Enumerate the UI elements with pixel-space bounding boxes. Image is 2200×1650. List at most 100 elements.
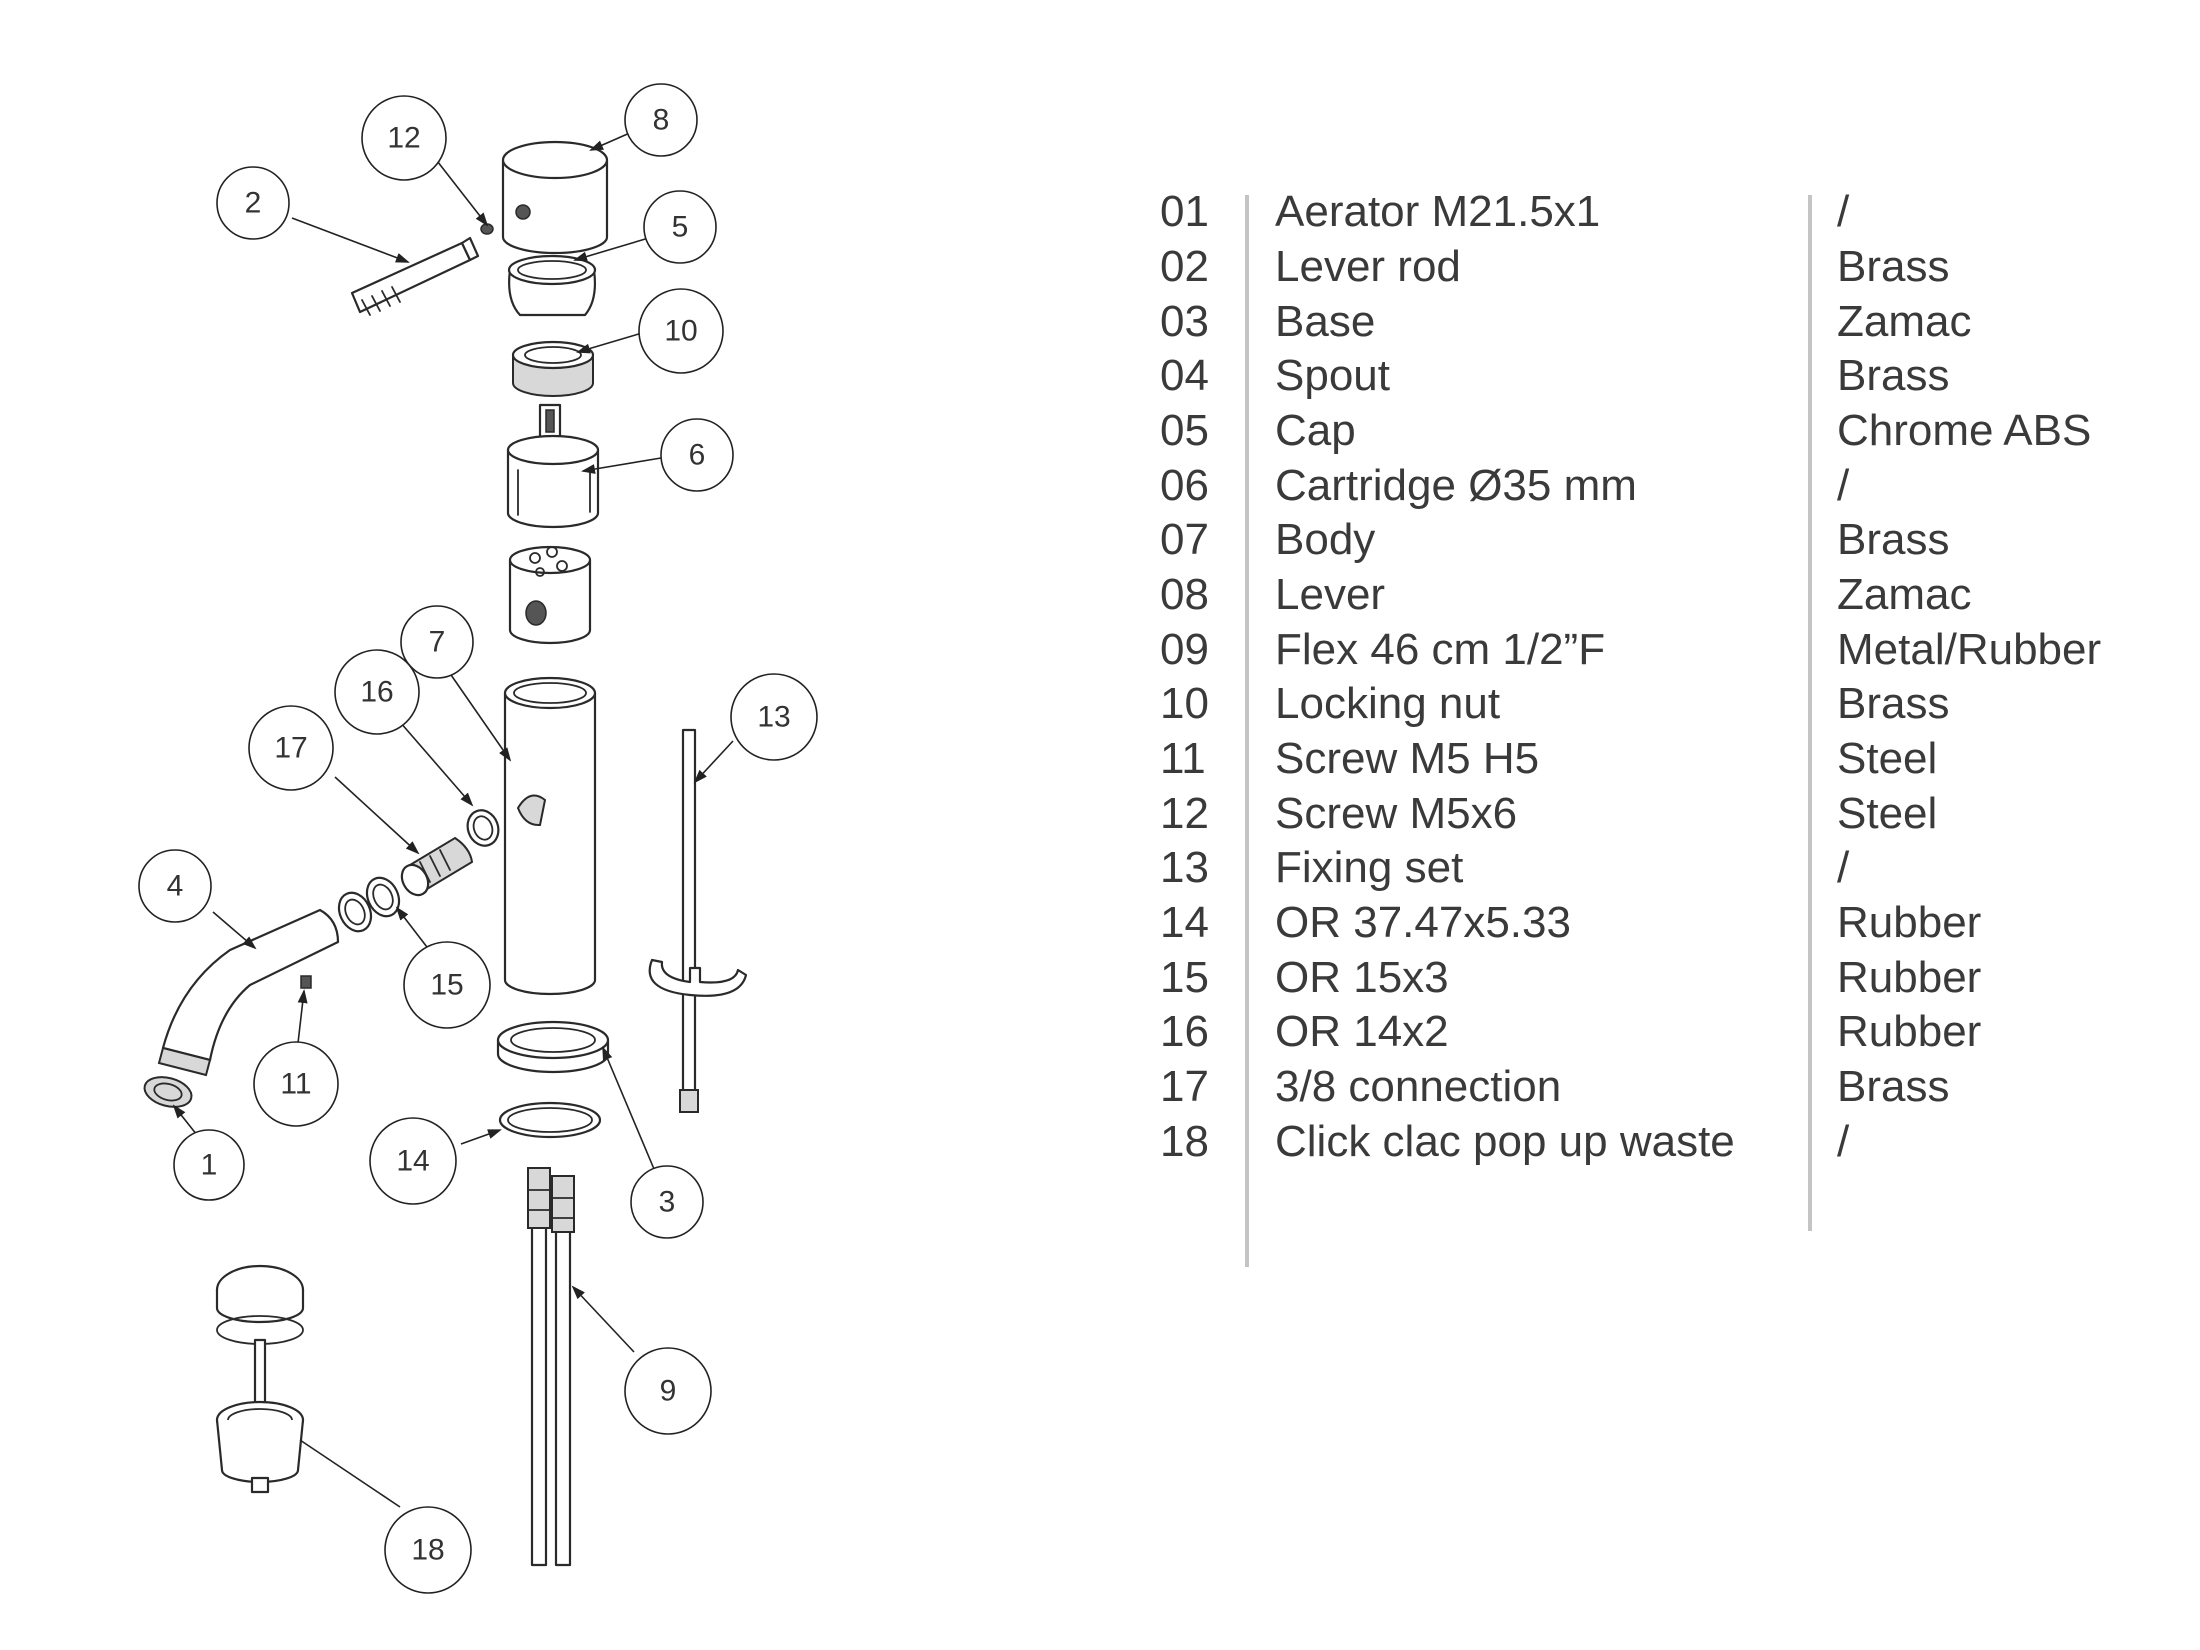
callout-3: 3 bbox=[630, 1165, 704, 1239]
part-description: Fixing set bbox=[1275, 843, 1464, 892]
parts-row: 16 OR 14x2 Rubber bbox=[1160, 1005, 2120, 1059]
part-material: Brass bbox=[1837, 515, 1950, 564]
part-description: Locking nut bbox=[1275, 679, 1501, 728]
svg-text:2: 2 bbox=[245, 187, 262, 220]
part-material: Zamac bbox=[1837, 297, 1972, 346]
svg-text:16: 16 bbox=[360, 676, 393, 709]
part-o-ring-37 bbox=[498, 1101, 602, 1139]
parts-row: 03 Base Zamac bbox=[1160, 295, 2120, 349]
callout-4: 4 bbox=[138, 849, 212, 923]
svg-text:7: 7 bbox=[429, 626, 446, 659]
callout-11: 11 bbox=[253, 1041, 339, 1127]
parts-row: 07 Body Brass bbox=[1160, 513, 2120, 567]
callout-18: 18 bbox=[384, 1506, 472, 1594]
callout-12: 12 bbox=[361, 95, 447, 181]
svg-text:12: 12 bbox=[387, 122, 420, 155]
part-number: 13 bbox=[1160, 843, 1209, 892]
part-cartridge bbox=[506, 403, 600, 529]
part-number: 15 bbox=[1160, 953, 1209, 1002]
part-description: OR 37.47x5.33 bbox=[1275, 898, 1571, 947]
part-material: / bbox=[1837, 843, 1850, 892]
part-cap bbox=[507, 254, 597, 317]
callout-17: 17 bbox=[248, 705, 334, 791]
svg-text:18: 18 bbox=[411, 1534, 444, 1567]
parts-row: 12 Screw M5x6 Steel bbox=[1160, 787, 2120, 841]
svg-text:10: 10 bbox=[664, 315, 697, 348]
part-material: / bbox=[1837, 461, 1850, 510]
part-number: 08 bbox=[1160, 570, 1209, 619]
part-body bbox=[503, 676, 597, 996]
part-o-rings-15 bbox=[337, 876, 401, 933]
part-description: Screw M5 H5 bbox=[1275, 734, 1540, 783]
parts-row: 13 Fixing set / bbox=[1160, 841, 2120, 895]
part-description: Lever rod bbox=[1275, 242, 1461, 291]
part-base bbox=[496, 1020, 610, 1074]
callout-16: 16 bbox=[334, 649, 420, 735]
svg-text:17: 17 bbox=[274, 732, 307, 765]
part-description: Spout bbox=[1275, 351, 1390, 400]
part-material: Brass bbox=[1837, 242, 1950, 291]
part-pop-up-waste bbox=[215, 1264, 305, 1494]
part-number: 05 bbox=[1160, 406, 1209, 455]
part-number: 17 bbox=[1160, 1062, 1209, 1111]
part-description: OR 15x3 bbox=[1275, 953, 1449, 1002]
part-lever-rod bbox=[350, 236, 480, 316]
part-number: 11 bbox=[1160, 734, 1206, 783]
part-number: 04 bbox=[1160, 351, 1209, 400]
part-description: Screw M5x6 bbox=[1275, 789, 1518, 838]
parts-row: 09 Flex 46 cm 1/2”F Metal/Rubber bbox=[1160, 623, 2120, 677]
part-material: Zamac bbox=[1837, 570, 1972, 619]
part-number: 10 bbox=[1160, 679, 1209, 728]
part-number: 01 bbox=[1160, 187, 1209, 236]
svg-text:15: 15 bbox=[430, 969, 463, 1002]
part-material: Rubber bbox=[1837, 898, 1982, 947]
part-description: Cartridge Ø35 mm bbox=[1275, 461, 1637, 510]
svg-text:3: 3 bbox=[659, 1186, 676, 1219]
part-screw-m5h5 bbox=[300, 975, 312, 989]
part-locking-nut bbox=[511, 340, 595, 397]
svg-text:6: 6 bbox=[689, 439, 706, 472]
part-material: / bbox=[1837, 187, 1850, 236]
callout-5: 5 bbox=[643, 190, 717, 264]
parts-row: 02 Lever rod Brass bbox=[1160, 240, 2120, 294]
part-o-ring-14 bbox=[466, 809, 500, 847]
part-description: Lever bbox=[1275, 570, 1386, 619]
parts-row: 18 Click clac pop up waste / bbox=[1160, 1115, 2120, 1169]
part-description: Aerator M21.5x1 bbox=[1275, 187, 1601, 236]
part-cartridge-housing bbox=[508, 545, 592, 645]
part-material: Steel bbox=[1837, 734, 1938, 783]
part-material: / bbox=[1837, 1117, 1850, 1166]
svg-text:11: 11 bbox=[280, 1068, 311, 1101]
svg-text:14: 14 bbox=[396, 1145, 429, 1178]
svg-text:9: 9 bbox=[660, 1375, 677, 1408]
parts-row: 08 Lever Zamac bbox=[1160, 568, 2120, 622]
callout-15: 15 bbox=[403, 941, 491, 1029]
svg-text:8: 8 bbox=[653, 104, 670, 137]
part-number: 16 bbox=[1160, 1007, 1209, 1056]
svg-text:4: 4 bbox=[167, 870, 184, 903]
part-material: Brass bbox=[1837, 351, 1950, 400]
part-number: 07 bbox=[1160, 515, 1209, 564]
part-number: 06 bbox=[1160, 461, 1209, 510]
part-number: 14 bbox=[1160, 898, 1209, 947]
part-number: 09 bbox=[1160, 625, 1209, 674]
part-lever bbox=[501, 140, 609, 255]
callout-14: 14 bbox=[369, 1117, 457, 1205]
callout-13: 13 bbox=[730, 673, 818, 761]
part-number: 12 bbox=[1160, 789, 1209, 838]
part-description: Body bbox=[1275, 515, 1376, 564]
part-material: Brass bbox=[1837, 1062, 1950, 1111]
parts-row: 11 Screw M5 H5 Steel bbox=[1160, 732, 2120, 786]
part-description: Click clac pop up waste bbox=[1275, 1117, 1735, 1166]
part-number: 18 bbox=[1160, 1117, 1209, 1166]
part-fixing-set bbox=[648, 728, 748, 1113]
number-column-divider bbox=[1245, 195, 1249, 1267]
parts-row: 15 OR 15x3 Rubber bbox=[1160, 951, 2120, 1005]
callout-1: 1 bbox=[173, 1129, 245, 1201]
callout-2: 2 bbox=[216, 166, 290, 240]
svg-text:5: 5 bbox=[672, 211, 689, 244]
part-number: 03 bbox=[1160, 297, 1209, 346]
part-material: Metal/Rubber bbox=[1837, 625, 2102, 674]
parts-row: 05 Cap Chrome ABS bbox=[1160, 404, 2120, 458]
parts-row: 04 Spout Brass bbox=[1160, 349, 2120, 403]
